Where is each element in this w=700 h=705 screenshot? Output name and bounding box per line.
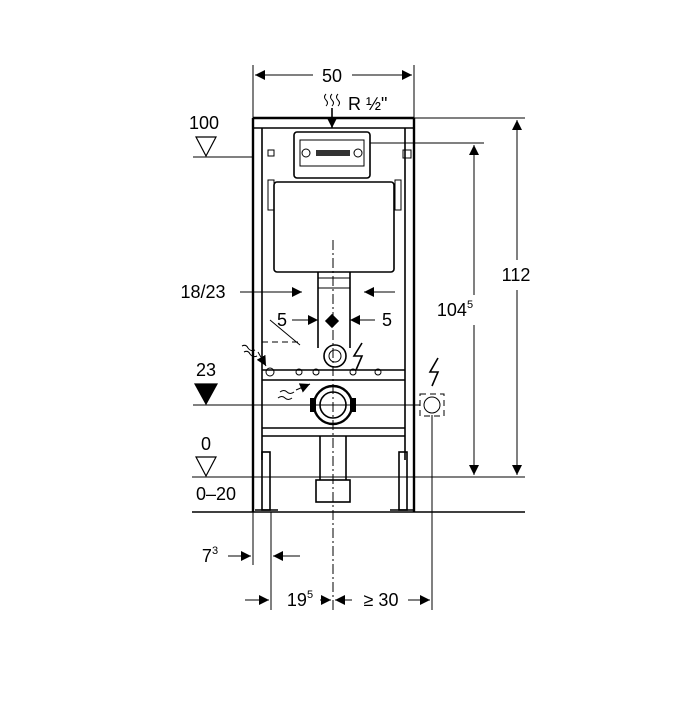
level-100-triangle: [195, 136, 217, 158]
electric-icon-frame: [352, 342, 364, 371]
floor-level-label: 0: [201, 434, 211, 454]
right-offset-label: 5: [382, 310, 392, 330]
level-top-label: 100: [189, 113, 219, 133]
drain-height-label: 23: [196, 360, 216, 380]
frame-width-label: 50: [322, 66, 342, 86]
level-markers: [193, 136, 219, 478]
cistern: [267, 131, 412, 348]
floor-range-label: 0–20: [196, 484, 236, 504]
water-connection-label: R ½": [348, 94, 387, 114]
reference-lines: [193, 65, 525, 610]
level-0-triangle: [195, 456, 217, 478]
dimension-arrows: [228, 70, 522, 605]
socket-distance-label: ≥ 30: [364, 590, 399, 610]
pipework: [262, 313, 445, 503]
water-supply-icon: [324, 93, 340, 107]
level-23-triangle: [193, 383, 219, 406]
electric-icon-socket: [428, 357, 440, 387]
drain-depth-label: 195: [287, 589, 313, 610]
left-offset-label: 5: [277, 310, 287, 330]
drain-water-icon: [277, 383, 311, 400]
floor-lines: [192, 156, 525, 513]
waste-water-icon: [241, 344, 267, 367]
pipe-spacing-label: 18/23: [180, 282, 225, 302]
actuator-height-label: 1045: [437, 299, 473, 320]
total-height-label: 112: [502, 265, 531, 285]
foot-depth-label: 73: [202, 545, 218, 566]
